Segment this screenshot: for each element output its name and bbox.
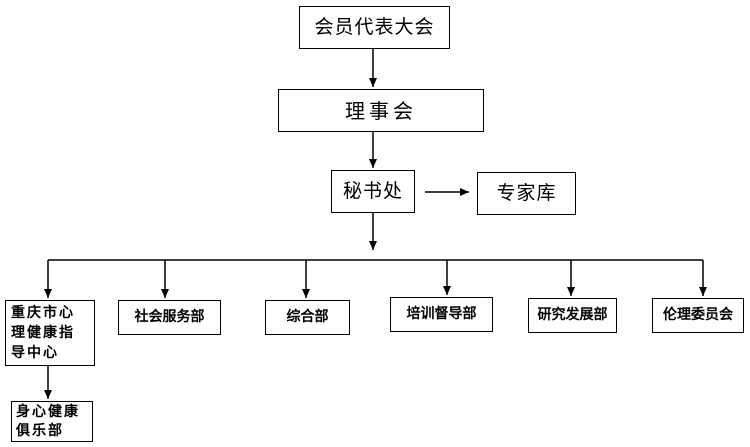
node-label: 研究发展部	[537, 307, 608, 324]
node-secretariat: 秘书处	[331, 170, 415, 213]
node-label: 理事会	[345, 98, 417, 123]
node-label: 综合部	[286, 309, 329, 326]
node-label: 会员代表大会	[314, 16, 435, 39]
node-label: 社会服务部	[134, 309, 205, 326]
node-label: 培训督导部	[406, 306, 477, 323]
node-social-service-dept: 社会服务部	[118, 300, 221, 335]
node-label: 专家库	[496, 182, 557, 205]
node-ethics-committee: 伦理委员会	[652, 298, 744, 333]
node-label: 秘书处	[342, 180, 403, 203]
node-council: 理事会	[278, 89, 484, 132]
node-psych-health-center: 重庆市心理健康指导中心	[5, 300, 95, 366]
node-label: 身心健康俱乐部	[16, 403, 80, 439]
node-general-affairs-dept: 综合部	[265, 300, 350, 335]
node-training-supervision-dept: 培训督导部	[390, 297, 493, 332]
node-research-development-dept: 研究发展部	[528, 298, 617, 333]
node-mind-body-club: 身心健康俱乐部	[11, 401, 93, 442]
node-label: 重庆市心理健康指导中心	[11, 304, 75, 362]
node-label: 伦理委员会	[663, 307, 733, 324]
node-expert-pool: 专家库	[477, 172, 576, 215]
node-members-congress: 会员代表大会	[299, 6, 450, 49]
